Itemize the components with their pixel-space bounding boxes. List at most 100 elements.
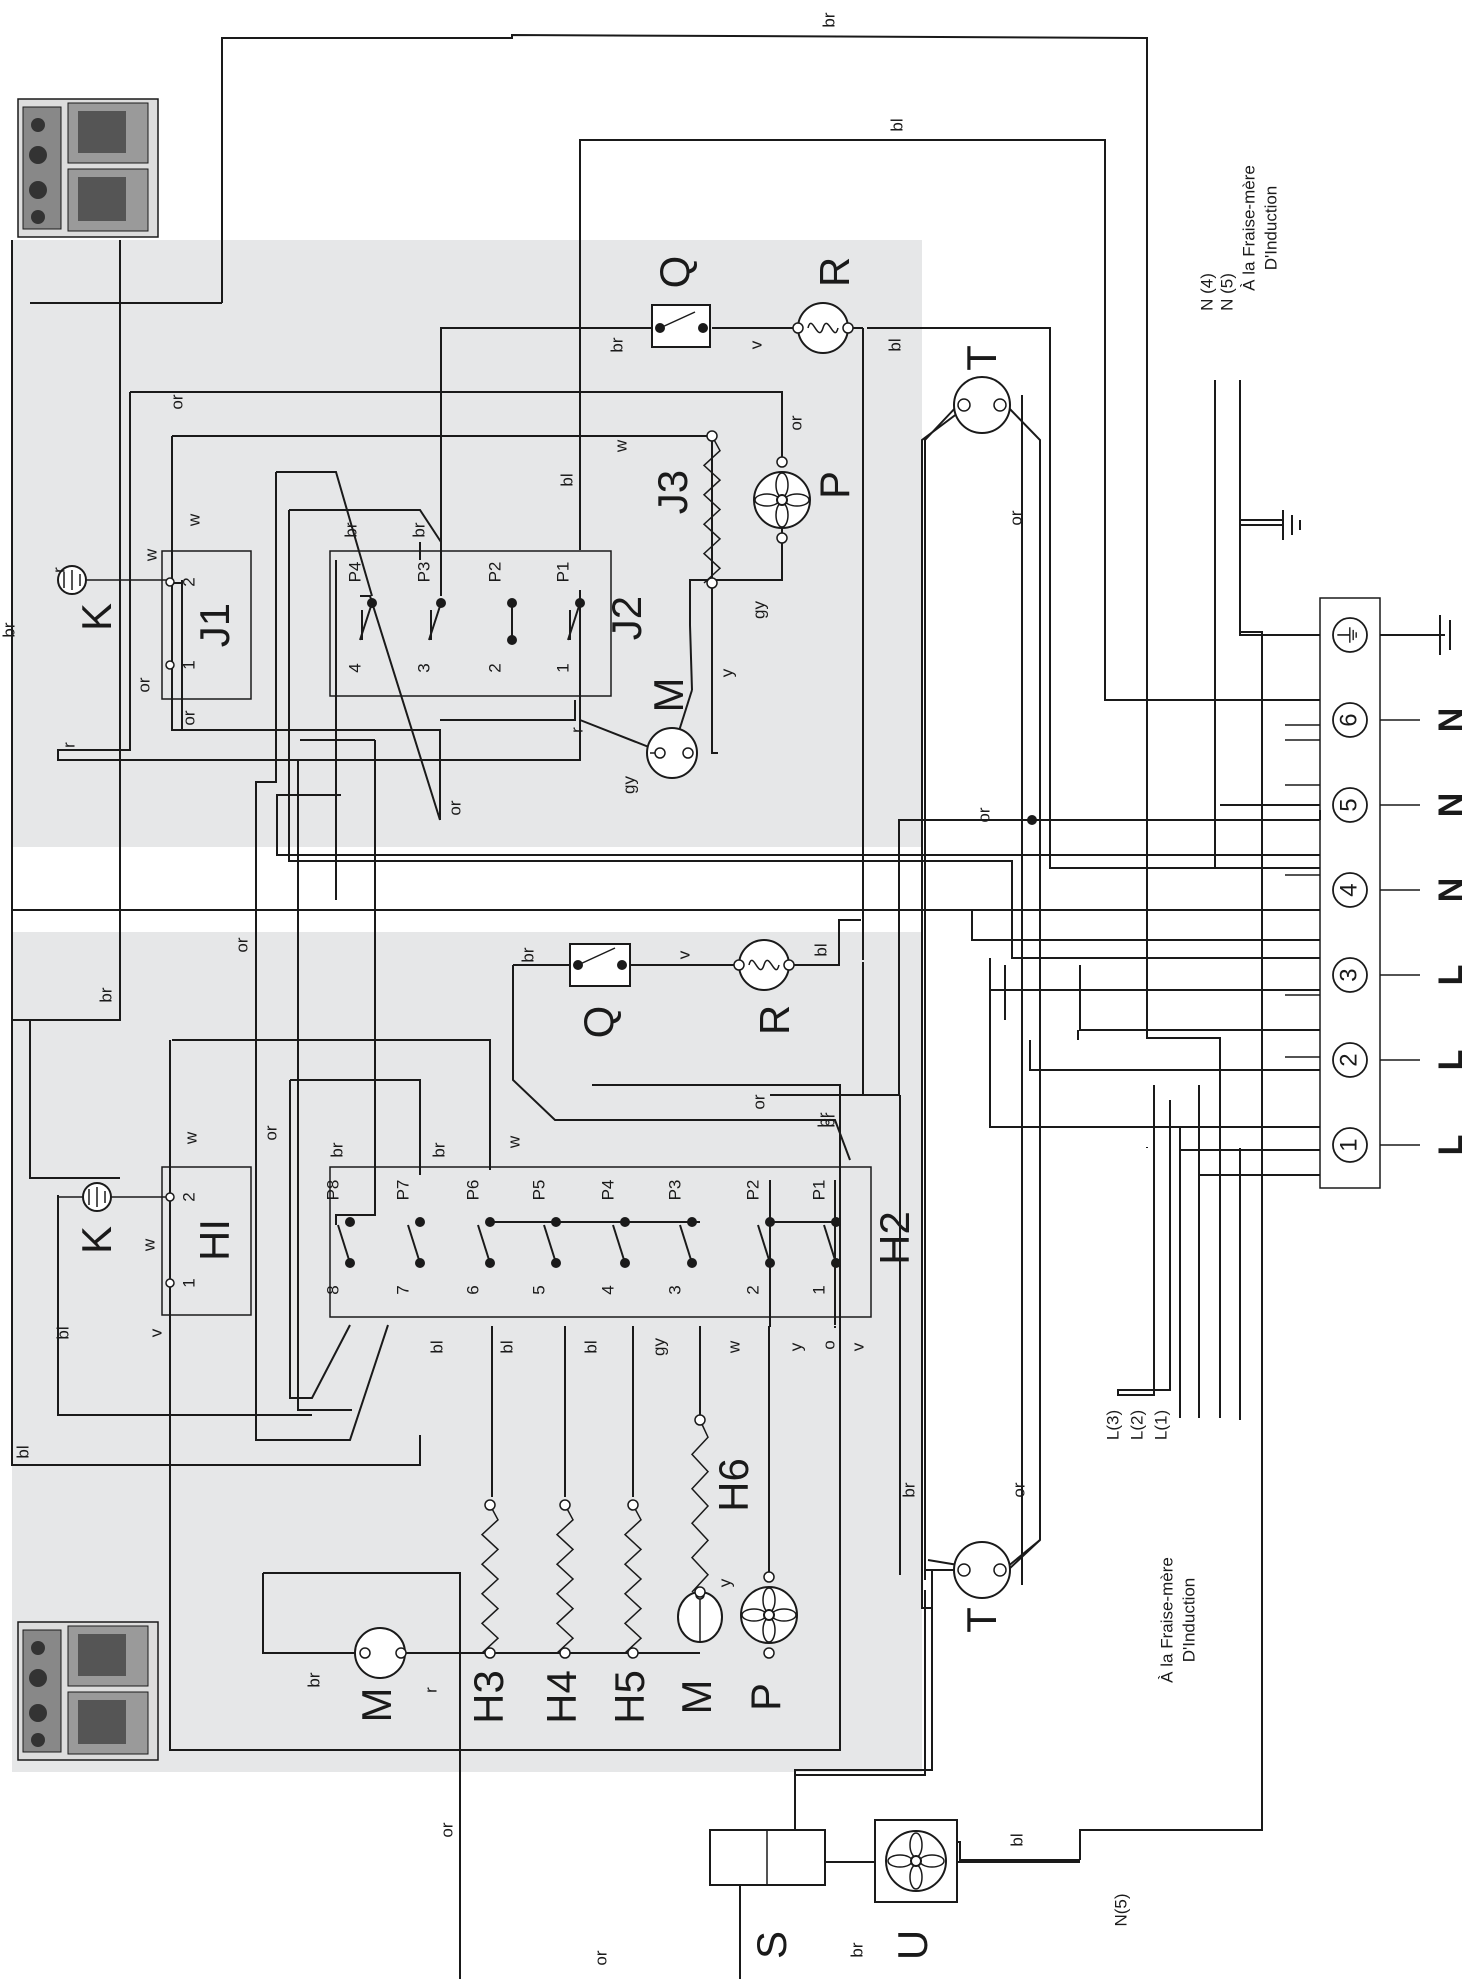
upper-wire-label: w	[611, 439, 630, 453]
note-n4: N (4)	[1197, 273, 1216, 311]
lower-wire-label: br	[96, 987, 115, 1002]
heating-element-h6-icon-terminal	[694, 1414, 706, 1426]
label-h3: H3	[465, 1670, 512, 1724]
hi-box	[161, 1166, 252, 1316]
hi-pin-2: 2	[179, 1192, 198, 1201]
h2-pin-bottom: 6	[463, 1285, 482, 1294]
h2-switch-blade	[679, 1224, 693, 1264]
h2-switch-blade	[612, 1224, 626, 1264]
note-l3: L(3)	[1103, 1410, 1122, 1440]
lower-wire-label: or	[261, 1125, 280, 1140]
lower-wire-label: w	[139, 1238, 158, 1252]
heating-element-h3-icon	[480, 1504, 500, 1654]
lower-wire-label: v	[146, 1328, 165, 1337]
upper-wire-label: bl	[557, 473, 576, 486]
j2-pin-bottom: 2	[485, 663, 504, 672]
external-wire-label: br	[0, 622, 18, 637]
j2-pin-top: P2	[485, 562, 504, 583]
lower-wire-label: bl	[811, 943, 830, 956]
j2-blade-P1-open	[567, 602, 581, 641]
s-connector-icon	[709, 1829, 826, 1886]
lower-wire-label: or	[1009, 1482, 1028, 1497]
terminal-4	[1332, 957, 1368, 993]
terminal-label: L	[1432, 1135, 1470, 1156]
label-k-upper: K	[73, 603, 120, 631]
m-lower-motor-icon	[354, 1627, 407, 1679]
heating-element-h4-icon-terminal	[559, 1647, 571, 1659]
lower-wire-label: br	[814, 1112, 833, 1127]
cooker-range-icon	[17, 1621, 159, 1761]
external-wire-label: or	[591, 1950, 610, 1965]
h2-pin-top: P8	[323, 1180, 342, 1201]
note-n5: N (5)	[1217, 273, 1236, 311]
terminal-number: ⏚	[1335, 623, 1362, 647]
j1-box	[161, 550, 252, 700]
upper-wire-label: or	[167, 394, 186, 409]
h2-switch-blade	[407, 1224, 421, 1264]
lower-wire-label: y	[715, 1578, 734, 1587]
upper-wire-label: y	[717, 668, 736, 677]
h2-pin-top: P6	[463, 1180, 482, 1201]
r-lower-lamp-icon	[733, 939, 795, 991]
h2-pin-top: P5	[529, 1180, 548, 1201]
upper-wire-label: w	[141, 548, 160, 562]
j2-pin-bottom: 3	[414, 663, 433, 672]
h2-pin-bottom: 5	[529, 1285, 548, 1294]
upper-wire-label: br	[409, 522, 428, 537]
note-l2: L(2)	[1127, 1410, 1146, 1440]
j2-blade-P3-open	[428, 602, 442, 641]
external-wire-label: br	[847, 1942, 866, 1957]
upper-wire-label: or	[786, 415, 805, 430]
h2-box	[329, 1166, 872, 1318]
lower-wire-label: v	[848, 1342, 867, 1351]
h2-pin-bottom: 7	[393, 1285, 412, 1294]
terminal-number: 5	[1335, 798, 1362, 811]
lower-wire-label: br	[819, 1112, 838, 1127]
label-k-lower: K	[73, 1226, 120, 1254]
terminal-number: 6	[1335, 713, 1362, 726]
upper-wire-label: gy	[619, 776, 638, 794]
terminal-3	[1332, 872, 1368, 908]
hi-terminal	[165, 1278, 175, 1288]
h2-pin-top: P4	[598, 1180, 617, 1201]
j1-terminal	[165, 577, 175, 587]
lower-wire-label: v	[674, 950, 693, 959]
hi-terminal	[165, 1192, 175, 1202]
heating-element-h5-icon-terminal	[627, 1499, 639, 1511]
label-r-lower: R	[751, 1005, 798, 1035]
heating-element-h3-icon-terminal	[484, 1647, 496, 1659]
label-u: U	[889, 1930, 936, 1960]
label-j1: J1	[191, 603, 238, 647]
heating-element-h5-icon	[623, 1504, 643, 1654]
heating-element-h4-icon-terminal	[559, 1499, 571, 1511]
upper-wire-label: or	[1006, 510, 1025, 525]
label-s: S	[748, 1931, 795, 1959]
r-upper-lamp-icon	[792, 302, 854, 354]
terminal-number: 4	[1335, 883, 1362, 896]
label-p-lower: P	[742, 1683, 789, 1711]
h2-pin-bottom: 3	[665, 1285, 684, 1294]
p-lower-fan-icon	[740, 1571, 798, 1659]
label-q-lower: Q	[575, 1006, 622, 1039]
j2-pin-top: P3	[414, 562, 433, 583]
j2-box	[329, 550, 612, 697]
lower-wire-label: bl	[497, 1340, 516, 1353]
h2-switch-blade	[823, 1224, 837, 1264]
lower-wire-label: br	[429, 1142, 448, 1157]
label-h2: H2	[871, 1211, 918, 1265]
j2-blade-P4-open	[359, 602, 373, 641]
note-induction-top-2: D'Induction	[1261, 186, 1280, 271]
upper-wire-label: v	[746, 340, 765, 349]
label-p-upper: P	[811, 471, 858, 499]
q-upper-icon	[651, 304, 711, 348]
upper-wire-label: r	[59, 742, 78, 748]
terminal-number: 2	[1335, 1053, 1362, 1066]
heating-element-h6-icon	[690, 1419, 710, 1593]
terminal-label: L	[1432, 965, 1470, 986]
t-lower-thermostat-icon	[953, 1541, 1011, 1599]
j2-pin-bottom: 1	[553, 663, 572, 672]
label-j3: J3	[649, 470, 696, 514]
lower-wire-label: bl	[427, 1340, 446, 1353]
note-induction-bottom: À la Fraise-mère	[1157, 1557, 1176, 1683]
lower-wire-label: w	[504, 1135, 523, 1149]
